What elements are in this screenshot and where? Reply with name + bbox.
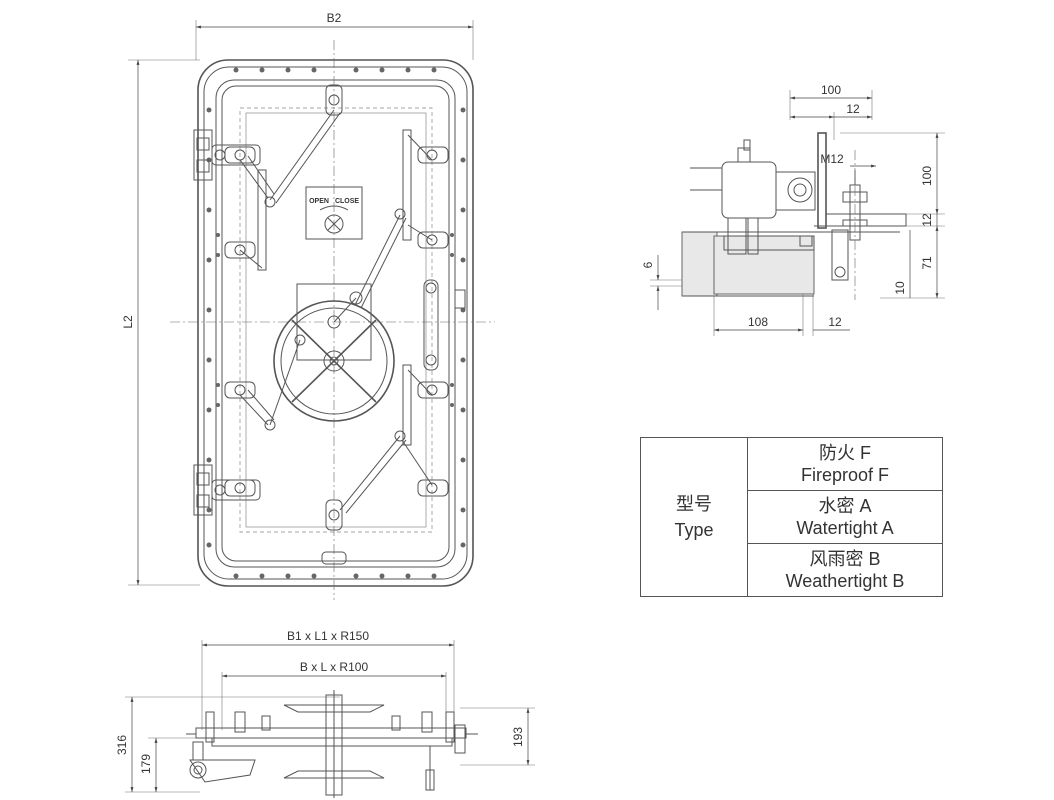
front-view: B2 L2 [121,11,495,600]
dim-detail-6: 6 [641,261,655,268]
plate-open-label: OPEN [309,198,329,205]
dim-plan-179: 179 [139,754,153,774]
dim-detail-108: 108 [748,315,768,329]
type-header-cn: 型号 [676,494,712,514]
type-row-en: Fireproof F [800,465,890,485]
linkage-arms [239,109,433,514]
dim-detail-100-top: 100 [821,83,841,97]
type-rows: 防火 F Fireproof F 水密 A Watertight A 风雨密 B… [748,438,942,596]
type-row-en: Watertight A [796,518,894,538]
hinge-top [193,129,261,181]
type-row-en: Weathertight B [785,571,905,591]
handwheel [273,283,395,422]
type-row-watertight: 水密 A Watertight A [748,491,942,544]
plate-close-label: CLOSE [335,198,359,205]
dim-b2: B2 [327,11,342,25]
type-row-weathertight: 风雨密 B Weathertight B [748,544,942,596]
type-row-fireproof: 防火 F Fireproof F [748,438,942,491]
type-table: 型号 Type 防火 F Fireproof F 水密 A Watertight… [640,437,943,597]
open-close-plate: OPEN CLOSE [305,186,363,240]
latch-handle [423,279,466,371]
type-header-cell: 型号 Type [641,438,748,596]
type-row-cn: 风雨密 B [809,549,881,569]
label-m12: M12 [820,152,844,166]
dim-detail-12-side: 12 [920,213,934,227]
type-header-en: Type [674,520,714,540]
type-row-cn: 防火 F [819,443,871,463]
dim-detail-71: 71 [920,256,934,270]
dim-detail-12-bottom: 12 [828,315,842,329]
dim-l2: L2 [121,315,135,329]
dim-detail-100-side: 100 [920,166,934,186]
cleats-right [417,146,449,497]
dim-detail-12-top: 12 [846,102,860,116]
dim-plan-inner: B x L x R100 [300,660,369,674]
plan-view: B1 x L1 x R150 B x L x R100 316 179 193 [115,629,535,798]
frame-bolts [206,67,466,579]
cleats-left [224,146,256,497]
section-detail: 100 12 M12 100 12 71 10 6 108 12 [641,83,945,336]
dim-detail-10: 10 [893,281,907,295]
type-row-cn: 水密 A [818,496,872,516]
dim-plan-193: 193 [511,727,525,747]
dim-plan-316: 316 [115,735,129,755]
dim-plan-outer: B1 x L1 x R150 [287,629,369,643]
